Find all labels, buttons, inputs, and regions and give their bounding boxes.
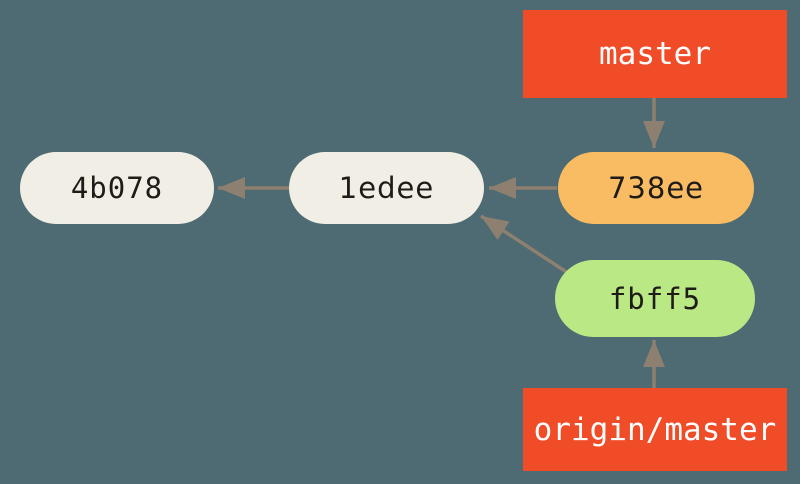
commit-label: 738ee [607,171,705,205]
commit-label: fbff5 [608,281,702,316]
commit-node-4b078: 4b078 [20,152,214,224]
edge-fbff5-to-1edee [480,214,569,275]
branch-ref-master: master [523,10,787,98]
commit-node-738ee: 738ee [558,152,754,224]
commit-node-1edee: 1edee [289,152,484,224]
commit-node-fbff5: fbff5 [555,260,755,337]
remote-ref-label: origin/master [533,411,777,448]
remote-ref-origin-master: origin/master [523,388,787,471]
branch-ref-label: master [599,36,711,72]
commit-label: 4b078 [70,171,164,205]
commit-label: 1edee [338,171,435,205]
